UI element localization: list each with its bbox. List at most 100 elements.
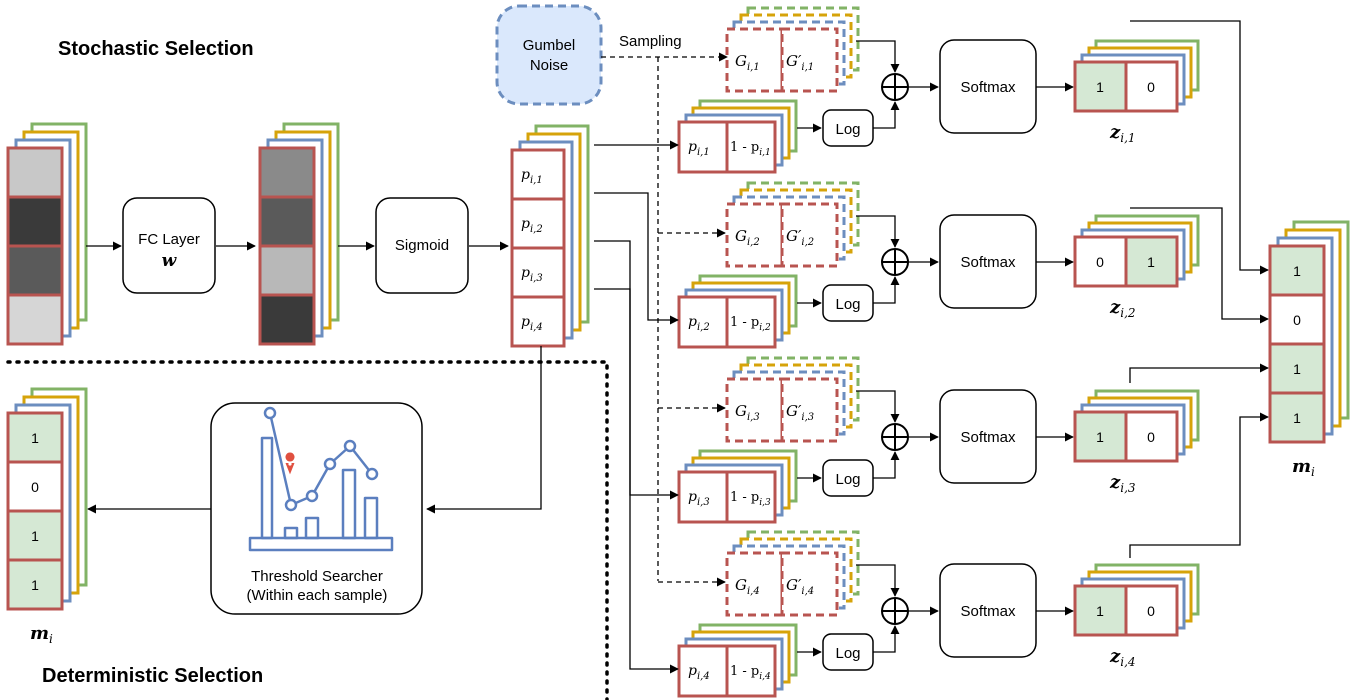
gumbel-cell xyxy=(725,377,784,443)
p-cell-label: pi,1 xyxy=(521,167,543,186)
prob-complement-label: 1 - pi,1 xyxy=(730,140,771,158)
z-label: zi,2 xyxy=(1109,297,1136,320)
z-cell-left-value: 1 xyxy=(1096,79,1104,95)
stochastic-heading: Stochastic Selection xyxy=(58,38,254,60)
gumbel-prime-cell xyxy=(780,202,839,268)
location-pin-icon xyxy=(285,452,295,475)
mask-right-value: 0 xyxy=(1293,312,1301,328)
gumbel-prime-cell-label: G′i,2 xyxy=(786,227,814,248)
softmax-label: Softmax xyxy=(960,254,1016,271)
section-divider xyxy=(6,360,609,700)
gumbel-cell xyxy=(725,551,784,617)
gumbel-prime-cell xyxy=(780,377,839,443)
prob-complement-cell xyxy=(725,470,777,524)
mask-right-stack: 1 0 1 1 xyxy=(1129,20,1350,558)
mask-right-cell xyxy=(1268,342,1326,395)
log-label: Log xyxy=(835,471,860,488)
prob-complement-label: 1 - pi,2 xyxy=(730,315,771,333)
mask-right-cell xyxy=(1268,244,1326,297)
prob-cell-label: pi,1 xyxy=(688,139,710,158)
main-flow-arrows xyxy=(86,52,728,674)
z-cell-right-value: 0 xyxy=(1147,429,1155,445)
input-cell xyxy=(6,293,64,346)
prob-complement-cell xyxy=(725,644,777,698)
z-cell-left xyxy=(1073,584,1128,637)
hidden-feature-stack xyxy=(258,122,340,346)
prob-cell-label: pi,4 xyxy=(688,663,710,682)
log-label: Log xyxy=(835,121,860,138)
prob-cell-label: pi,2 xyxy=(688,314,710,333)
gumbel-prime-cell-label: G′i,3 xyxy=(786,402,814,423)
threshold-label-2: (Within each sample) xyxy=(247,587,388,604)
mask-right-cell xyxy=(1268,293,1326,346)
gumbel-cell-label: Gi,4 xyxy=(735,576,760,597)
z-cell-left-value: 0 xyxy=(1096,254,1104,270)
threshold-searcher-node: Threshold Searcher (Within each sample) xyxy=(210,402,423,615)
p-cell xyxy=(510,295,566,348)
p-cell xyxy=(510,197,566,250)
gumbel-noise-node: Gumbel Noise xyxy=(495,4,603,106)
mask-left-label: mi xyxy=(30,623,53,646)
prob-complement-cell xyxy=(725,120,777,174)
p-cell-label: pi,4 xyxy=(521,314,543,333)
z-cell-right-value: 0 xyxy=(1147,79,1155,95)
z-label: zi,4 xyxy=(1109,646,1136,669)
gumbel-prime-cell xyxy=(780,27,839,93)
z-label: zi,1 xyxy=(1109,122,1136,145)
selection-row-2: Gi,2 G′i,2 pi,2 1 - pi,2 Log Softmax 0 1 zi,2 xyxy=(658,181,1200,349)
gumbel-cell xyxy=(725,202,784,268)
input-cell xyxy=(6,146,64,199)
mask-right-value: 1 xyxy=(1293,263,1301,279)
z-cell-right xyxy=(1124,235,1179,288)
gumbel-label-2: Noise xyxy=(530,57,568,74)
threshold-label-1: Threshold Searcher xyxy=(251,568,383,585)
mask-left-cell xyxy=(6,411,64,464)
mask-left-cell xyxy=(6,509,64,562)
hidden-cell xyxy=(258,293,316,346)
mask-right-value: 1 xyxy=(1293,410,1301,426)
input-feature-stack xyxy=(6,122,88,346)
softmax-label: Softmax xyxy=(960,79,1016,96)
z-cell-left-value: 1 xyxy=(1096,429,1104,445)
chart-icon xyxy=(248,406,394,552)
softmax-label: Softmax xyxy=(960,603,1016,620)
hidden-cell xyxy=(258,195,316,248)
p-cell-label: pi,3 xyxy=(521,265,543,284)
log-label: Log xyxy=(835,645,860,662)
p-cell-label: pi,2 xyxy=(521,216,543,235)
mask-right-value: 1 xyxy=(1293,361,1301,377)
mask-right-arrows xyxy=(1129,20,1269,558)
mask-right-cell xyxy=(1268,391,1326,444)
hidden-cell xyxy=(258,146,316,199)
gumbel-label-1: Gumbel xyxy=(523,37,576,54)
gumbel-prime-cell-label: G′i,4 xyxy=(786,576,814,597)
mask-left-value: 1 xyxy=(31,577,39,593)
input-cell xyxy=(6,195,64,248)
row-arrows xyxy=(658,390,1074,483)
gumbel-cell xyxy=(725,27,784,93)
mask-left-value: 1 xyxy=(31,430,39,446)
sampling-label: Sampling xyxy=(619,33,682,50)
gumbel-cell-label: Gi,2 xyxy=(735,227,760,248)
sigmoid-label: Sigmoid xyxy=(395,237,449,254)
deterministic-heading: Deterministic Selection xyxy=(42,665,263,687)
prob-cell xyxy=(677,295,729,349)
z-label: zi,3 xyxy=(1109,472,1136,495)
softmax-label: Softmax xyxy=(960,429,1016,446)
log-label: Log xyxy=(835,296,860,313)
z-cell-right-value: 1 xyxy=(1147,254,1155,270)
gumbel-cell-label: Gi,1 xyxy=(735,52,760,73)
probability-stack: pi,1 pi,2 pi,3 pi,4 xyxy=(510,124,590,348)
fc-layer-label: FC Layer xyxy=(138,231,200,248)
gumbel-cell-label: Gi,3 xyxy=(735,402,760,423)
prob-cell-label: pi,3 xyxy=(688,489,710,508)
fc-weight-symbol: w xyxy=(162,251,178,271)
input-cell xyxy=(6,244,64,297)
z-cell-right xyxy=(1124,584,1179,637)
